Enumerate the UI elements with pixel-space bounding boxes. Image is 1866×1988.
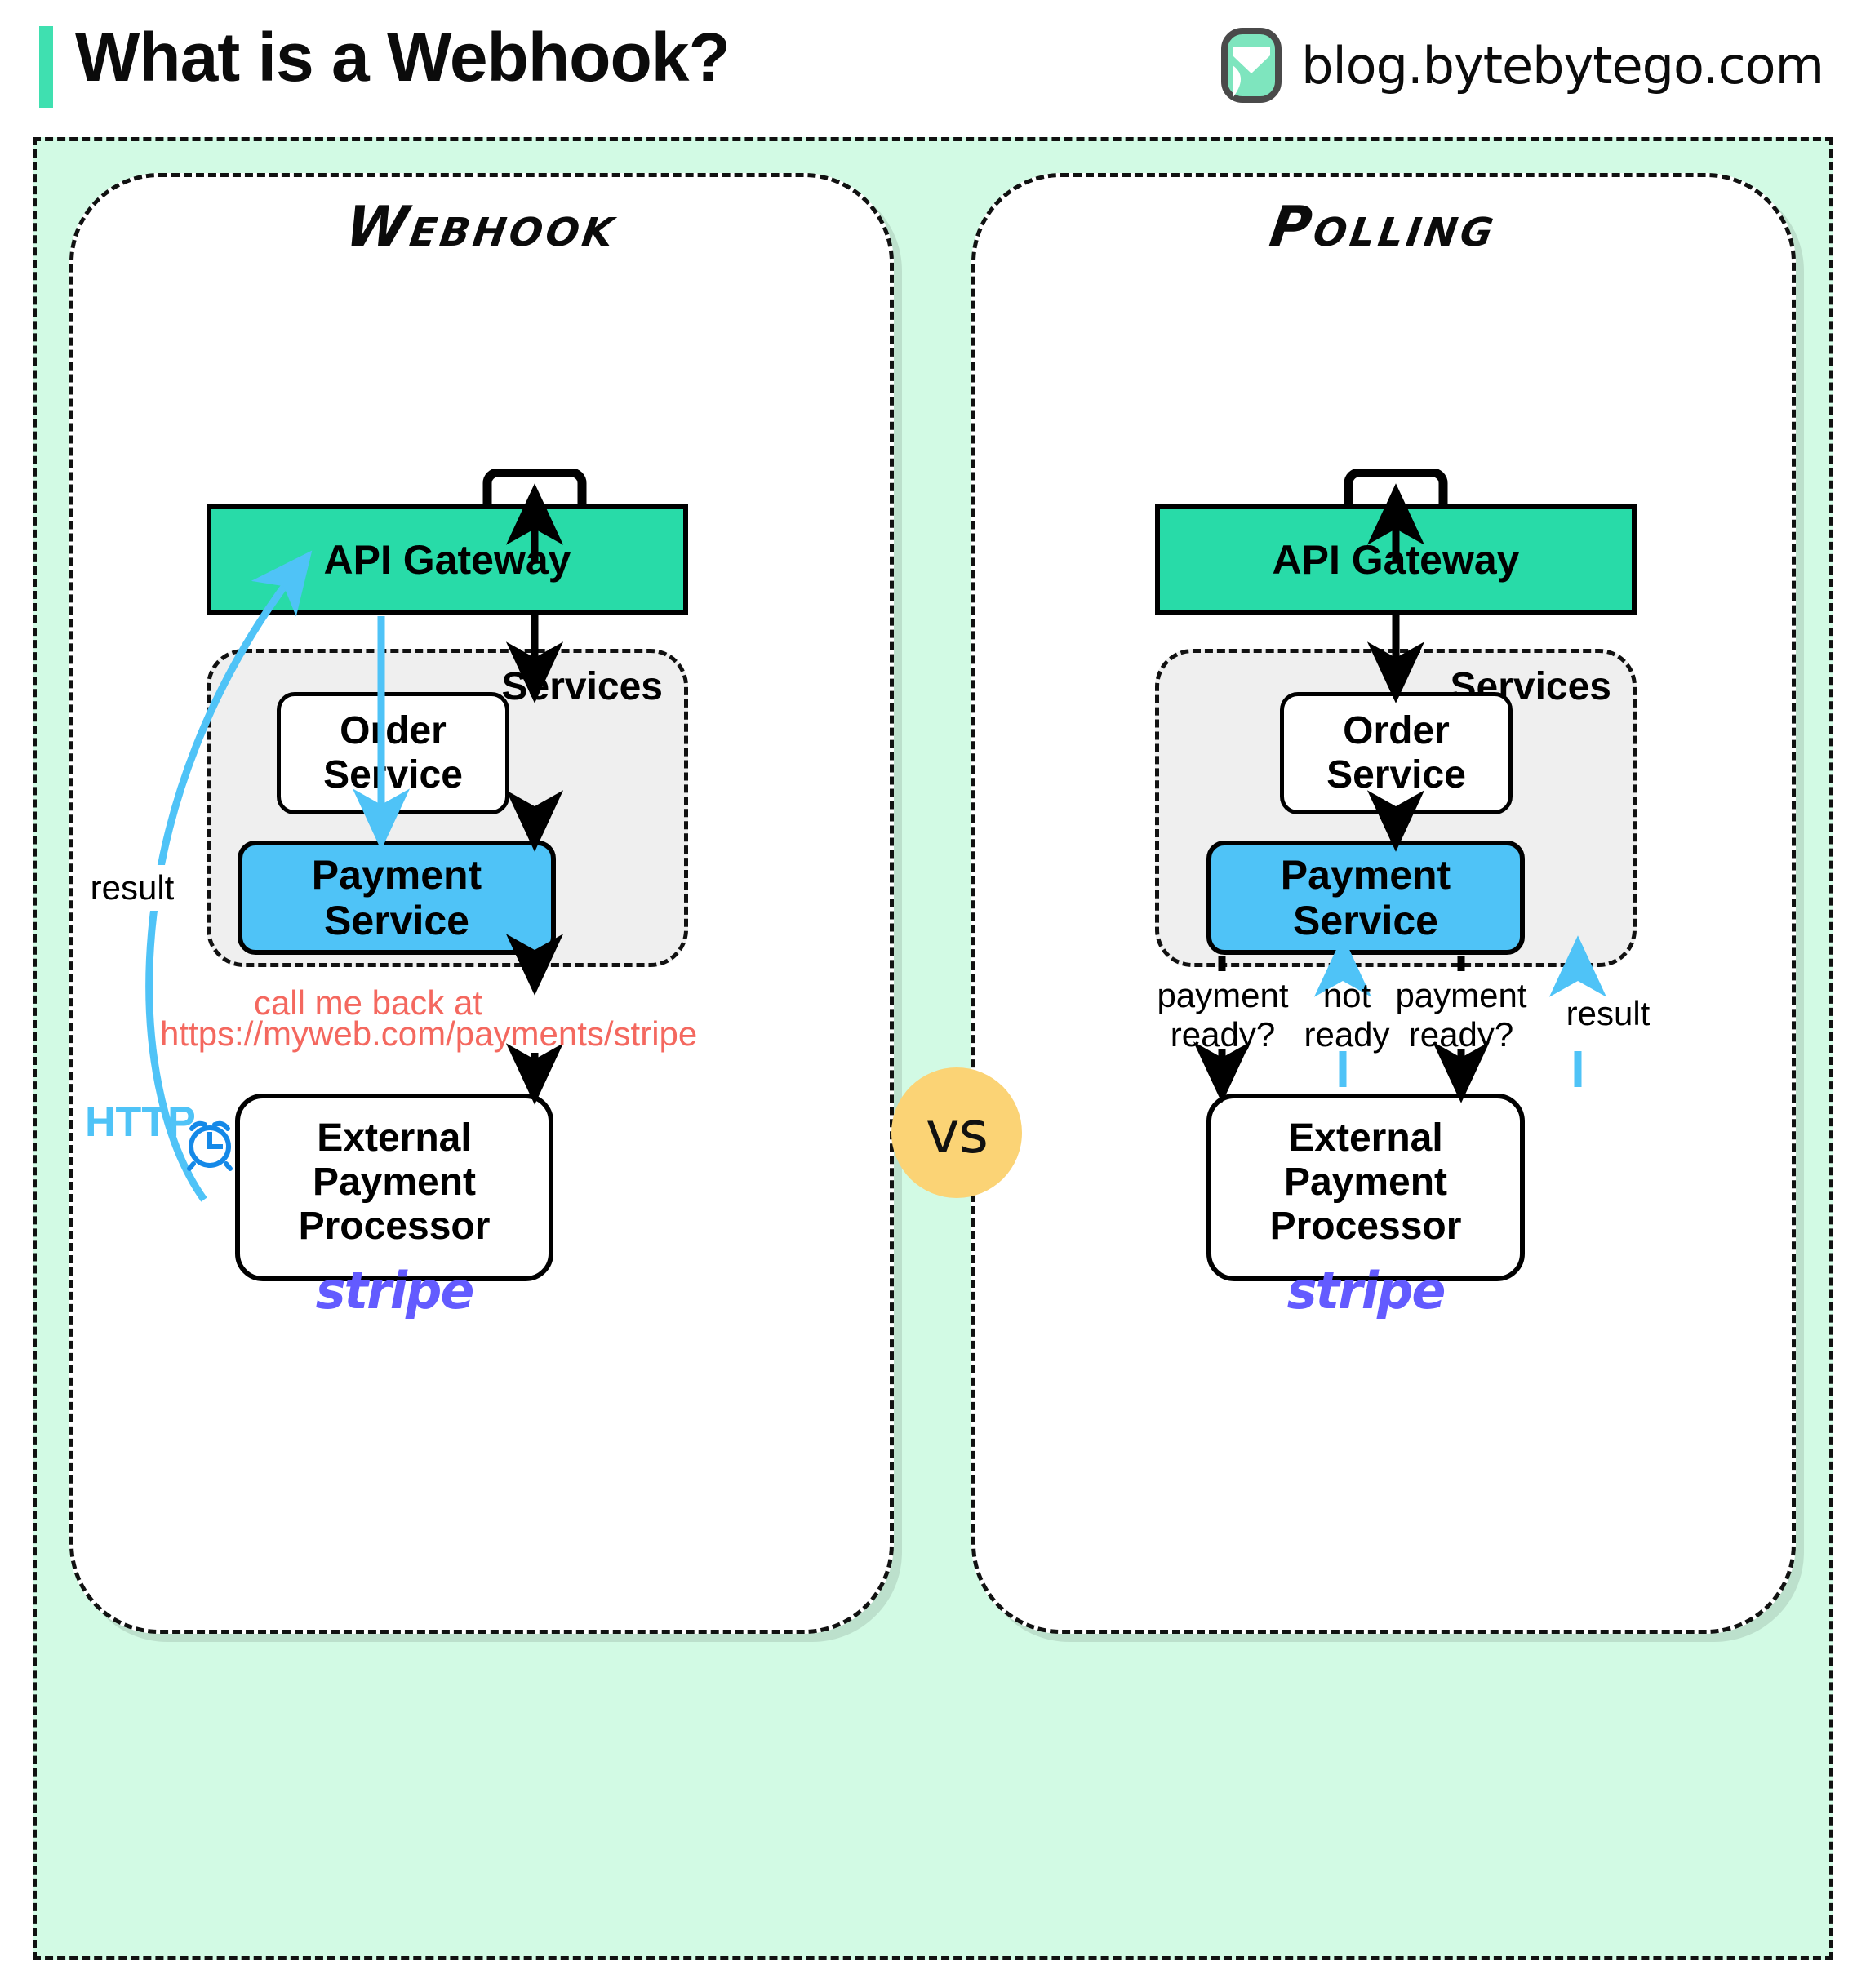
webhook-payment-service: Payment Service [238, 841, 556, 955]
webhook-external-processor: External Payment Processor stripe [235, 1094, 553, 1320]
webhook-http-label: HTTP [85, 1098, 196, 1146]
polling-api-gateway: API Gateway [1155, 504, 1637, 615]
polling-label-1: not ready [1304, 976, 1390, 1054]
page-header: What is a Webhook? blog.bytebytego.com [0, 0, 1866, 135]
alarm-clock-icon [187, 1120, 233, 1171]
polling-stripe-logo: stripe [1286, 1261, 1446, 1321]
polling-order-service: Order Service [1280, 692, 1513, 814]
webhook-api-gateway: API Gateway [207, 504, 688, 615]
vs-badge: vs [891, 1067, 1022, 1198]
webhook-services-label: Services [501, 665, 663, 708]
brand-block: blog.bytebytego.com [1221, 28, 1824, 103]
webhook-callback-note-line2: https://myweb.com/payments/stripe [160, 1014, 698, 1053]
panel-polling-title: Polling [1265, 195, 1502, 260]
polling-payment-service: Payment Service [1206, 841, 1525, 955]
title-accent-bar [39, 26, 53, 108]
brand-text: blog.bytebytego.com [1301, 35, 1824, 95]
webhook-external-processor-label: External Payment Processor [298, 1116, 491, 1248]
polling-external-processor-label: External Payment Processor [1269, 1116, 1462, 1248]
polling-label-2: payment ready? [1395, 976, 1527, 1054]
polling-label-3: result [1566, 994, 1651, 1032]
webhook-result-label: result [82, 865, 183, 912]
webhook-stripe-logo: stripe [315, 1261, 475, 1321]
page-title: What is a Webhook? [75, 19, 731, 95]
polling-external-processor: External Payment Processor stripe [1206, 1094, 1525, 1320]
webhook-order-service: Order Service [277, 692, 509, 814]
bytebytego-logo-icon [1221, 28, 1282, 103]
panel-webhook-title: Webhook [341, 195, 622, 260]
polling-label-0: payment ready? [1157, 976, 1289, 1054]
